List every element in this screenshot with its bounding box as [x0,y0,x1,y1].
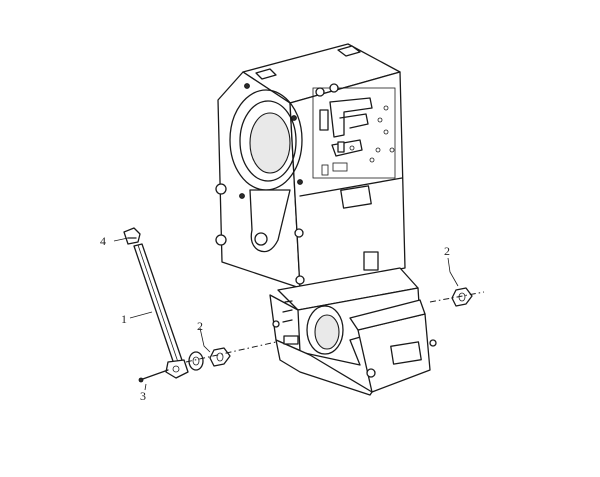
rod-part [133,243,189,379]
clip-part [123,227,141,245]
callout-4: 4 [100,234,106,248]
nut-washer-left [188,347,231,371]
callout-3: 3 [140,389,146,403]
callout-2-left: 2 [197,319,203,333]
axis-line-right [429,291,485,303]
nut-right [451,287,473,307]
upper-housing [215,43,406,289]
callout-1: 1 [121,312,127,326]
leader-lines [113,237,459,391]
axis-line-left [185,341,277,363]
pin-part [138,369,169,383]
callout-2-right: 2 [444,244,450,258]
lower-housing [269,267,437,396]
